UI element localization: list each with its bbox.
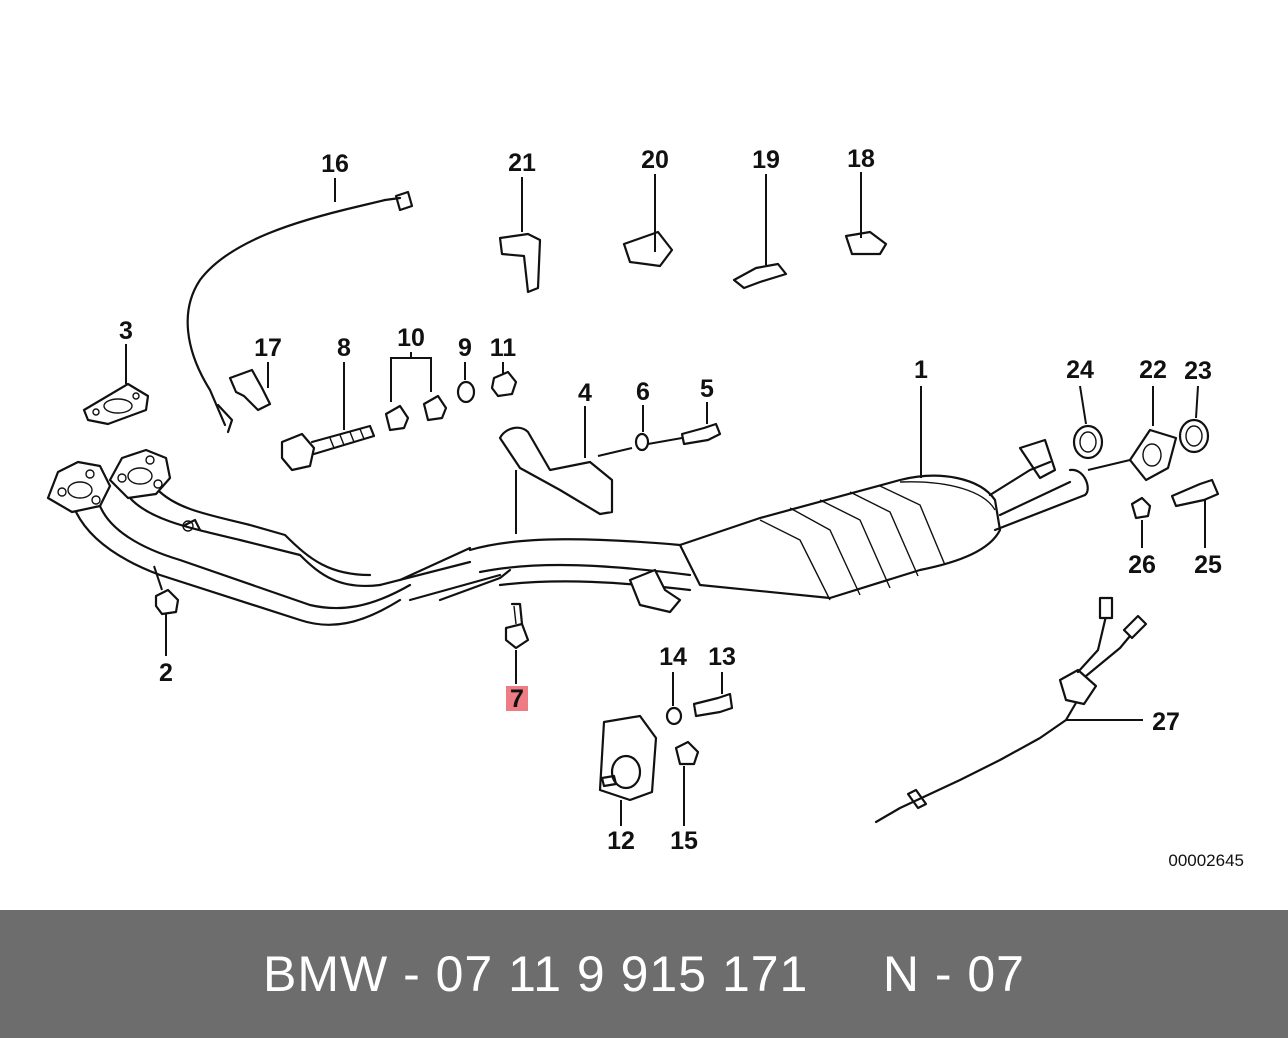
exhaust-pipe-assembly: [46, 438, 1089, 626]
callout-25: 25: [1194, 551, 1222, 579]
part-4-bracket: [498, 426, 614, 516]
part-3-gasket: [82, 382, 150, 426]
callout-14: 14: [659, 643, 687, 671]
part-22-gasket: [1128, 428, 1178, 482]
part-5-bolt: [680, 422, 722, 446]
callout-13: 13: [708, 643, 736, 671]
leader-lines: [125, 172, 1206, 826]
part-6-washer: [634, 432, 650, 452]
part-7-bolt: [504, 602, 530, 650]
callout-3: 3: [119, 317, 133, 345]
part-24-ring: [1072, 424, 1104, 460]
highlight-7: [506, 686, 528, 711]
callout-15: 15: [670, 827, 698, 855]
exhaust-parts-diagram: 1 2 3 4 5 6 7 8 9 10 11 12 13 14 15 16 1…: [46, 145, 1244, 870]
callout-5: 5: [700, 375, 714, 403]
part-2-nut: [154, 588, 180, 616]
callout-7: 7: [510, 685, 524, 713]
part-26-nut: [1130, 496, 1152, 520]
callout-17: 17: [254, 334, 282, 362]
callout-20: 20: [641, 146, 669, 174]
callout-19: 19: [752, 146, 780, 174]
part-11-nut: [490, 370, 518, 398]
diagram-svg: 1 2 3 4 5 6 7 8 9 10 11 12 13 14 15 16 1…: [46, 145, 1244, 870]
callout-16: 16: [321, 150, 349, 178]
part-20-clip: [622, 230, 674, 268]
part-10-bushing-b: [422, 394, 448, 422]
callout-2: 2: [159, 659, 173, 687]
callout-8: 8: [337, 334, 351, 362]
part-16-sensor-cable: [186, 190, 414, 434]
part-19-plate: [732, 262, 788, 290]
part-8-bolt: [280, 424, 376, 472]
callout-1: 1: [914, 356, 928, 384]
callout-9: 9: [458, 334, 472, 362]
callout-4: 4: [578, 379, 592, 407]
part-21-bracket: [498, 232, 542, 294]
diagram-reference-code: 00002645: [1168, 851, 1244, 870]
part-17-clip: [228, 368, 272, 412]
part-number-label: BMW - 07 11 9 915 171 N - 07: [263, 946, 1025, 1002]
callout-21: 21: [508, 149, 536, 177]
callouts: 1 2 3 4 5 6 7 8 9 10 11 12 13 14 15 16 1…: [119, 145, 1222, 855]
part-13-bolt: [692, 692, 734, 718]
part-10-bushing-a: [384, 404, 410, 432]
callout-10: 10: [397, 324, 425, 352]
callout-12: 12: [607, 827, 635, 855]
part-27-sensor-cable: [874, 596, 1148, 824]
callout-18: 18: [847, 145, 875, 173]
part-25-bolt: [1170, 478, 1220, 508]
callout-26: 26: [1128, 551, 1156, 579]
callout-27: 27: [1152, 708, 1180, 736]
part-12-hanger: [598, 714, 658, 802]
footer-bar: BMW - 07 11 9 915 171 N - 07: [0, 910, 1288, 1038]
callout-11: 11: [490, 334, 517, 362]
callout-6: 6: [636, 378, 650, 406]
part-15-nut: [674, 740, 700, 766]
part-23-ring: [1178, 418, 1210, 454]
callout-24: 24: [1066, 356, 1094, 384]
callout-23: 23: [1184, 357, 1212, 385]
part-14-washer: [665, 706, 683, 726]
callout-22: 22: [1139, 356, 1167, 384]
part-18-clip: [844, 230, 888, 256]
part-9-washer: [456, 380, 476, 404]
